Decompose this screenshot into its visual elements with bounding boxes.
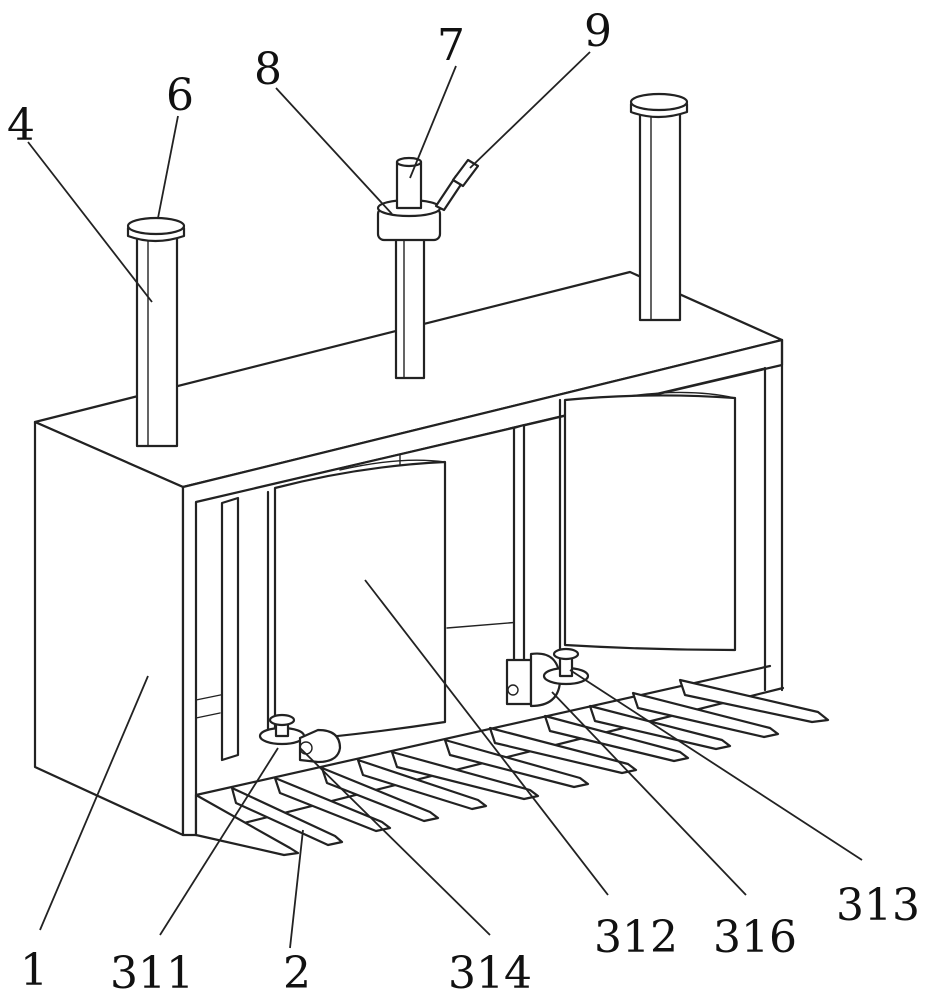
label-1: 1 xyxy=(20,945,48,996)
frame-box xyxy=(33,270,784,837)
left-gear-assembly xyxy=(258,713,342,764)
left-drum xyxy=(266,454,447,744)
right-guide-plate xyxy=(512,423,526,684)
right-post xyxy=(629,92,689,322)
center-shaft xyxy=(376,156,480,380)
label-311: 311 xyxy=(110,948,194,999)
right-gear-assembly xyxy=(505,647,590,708)
part-labels: 4 6 8 7 9 1 311 2 314 312 316 313 xyxy=(7,6,920,999)
left-post xyxy=(126,216,186,448)
label-7: 7 xyxy=(437,20,465,71)
label-8: 8 xyxy=(254,44,282,95)
label-9: 9 xyxy=(584,6,612,57)
label-6: 6 xyxy=(166,70,194,121)
right-drum xyxy=(446,391,737,652)
leader-lines xyxy=(27,51,863,949)
left-guide-plate xyxy=(220,496,240,762)
label-4: 4 xyxy=(7,100,35,151)
label-316: 316 xyxy=(713,912,797,963)
label-2: 2 xyxy=(283,948,311,999)
label-312: 312 xyxy=(594,912,678,963)
cutter-teeth-row xyxy=(194,664,830,857)
label-314: 314 xyxy=(448,948,532,999)
label-313: 313 xyxy=(836,880,920,931)
